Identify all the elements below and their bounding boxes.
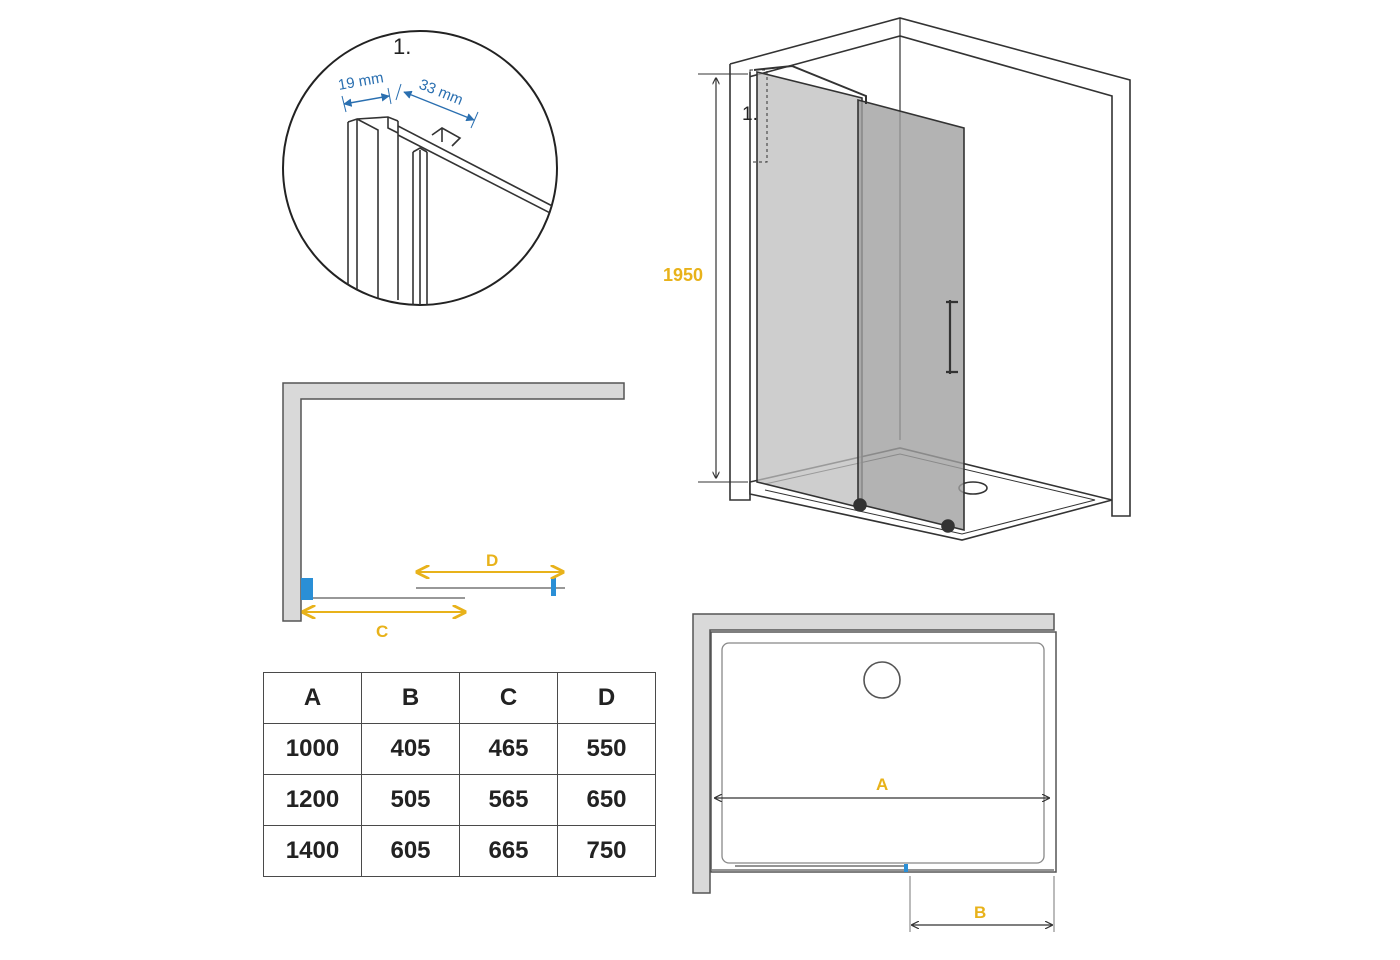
table-header-a: A <box>263 672 362 724</box>
table-header-b: B <box>361 672 460 724</box>
dimension-b-label: B <box>974 903 986 922</box>
table-cell: 405 <box>361 723 460 775</box>
table-cell: 1400 <box>263 825 362 877</box>
drain-plan <box>863 661 901 699</box>
table-cell: 665 <box>459 825 558 877</box>
roller-2 <box>941 519 955 533</box>
table-cell: 650 <box>557 774 656 826</box>
table-cell: 1000 <box>263 723 362 775</box>
plan-wall <box>282 382 625 622</box>
table-cell: 1200 <box>263 774 362 826</box>
profile-blue-plan <box>904 864 908 872</box>
table-row: 1000 405 465 550 <box>263 723 656 775</box>
callout-box <box>749 69 768 163</box>
table-cell: 565 <box>459 774 558 826</box>
table-row: 1200 505 565 650 <box>263 774 656 826</box>
sliding-end-profile <box>551 578 556 596</box>
table-cell: 465 <box>459 723 558 775</box>
back-wall <box>729 17 1131 517</box>
plan-bottom-wall <box>692 613 1055 894</box>
table-cell: 550 <box>557 723 656 775</box>
door-handle <box>946 300 958 374</box>
left-wall <box>729 64 751 501</box>
dimension-19mm-line <box>343 93 390 107</box>
table-header-c: C <box>459 672 558 724</box>
top-rail <box>753 64 867 104</box>
plan-view-top: D C <box>282 382 625 641</box>
table-row: 1400 605 665 750 <box>263 825 656 877</box>
tray-inner <box>721 642 1045 864</box>
table-header-row: A B C D <box>263 672 656 724</box>
wall-profile-blue <box>301 578 313 600</box>
elevation-view <box>698 17 1131 541</box>
dimension-d-label: D <box>486 551 498 570</box>
table-cell: 750 <box>557 825 656 877</box>
dimension-c-label: C <box>376 622 388 641</box>
table-cell: 505 <box>361 774 460 826</box>
sliding-glass-panel <box>857 98 965 532</box>
height-dimension-label: 1950 <box>663 265 703 285</box>
dimension-table: A B C D 1000 405 465 550 1200 505 565 65… <box>263 672 656 877</box>
dimension-a-label: A <box>876 775 888 794</box>
fixed-glass-panel <box>756 70 863 510</box>
detail-view-1: 1. 19 mm 33 mm <box>282 30 558 306</box>
table-header-d: D <box>557 672 656 724</box>
table-cell: 605 <box>361 825 460 877</box>
detail-number: 1. <box>393 34 411 59</box>
dimension-33mm-line <box>403 90 475 122</box>
elevation-callout-label: 1. <box>742 104 758 125</box>
roller-1 <box>853 498 867 512</box>
plan-view-bottom <box>692 613 1057 932</box>
